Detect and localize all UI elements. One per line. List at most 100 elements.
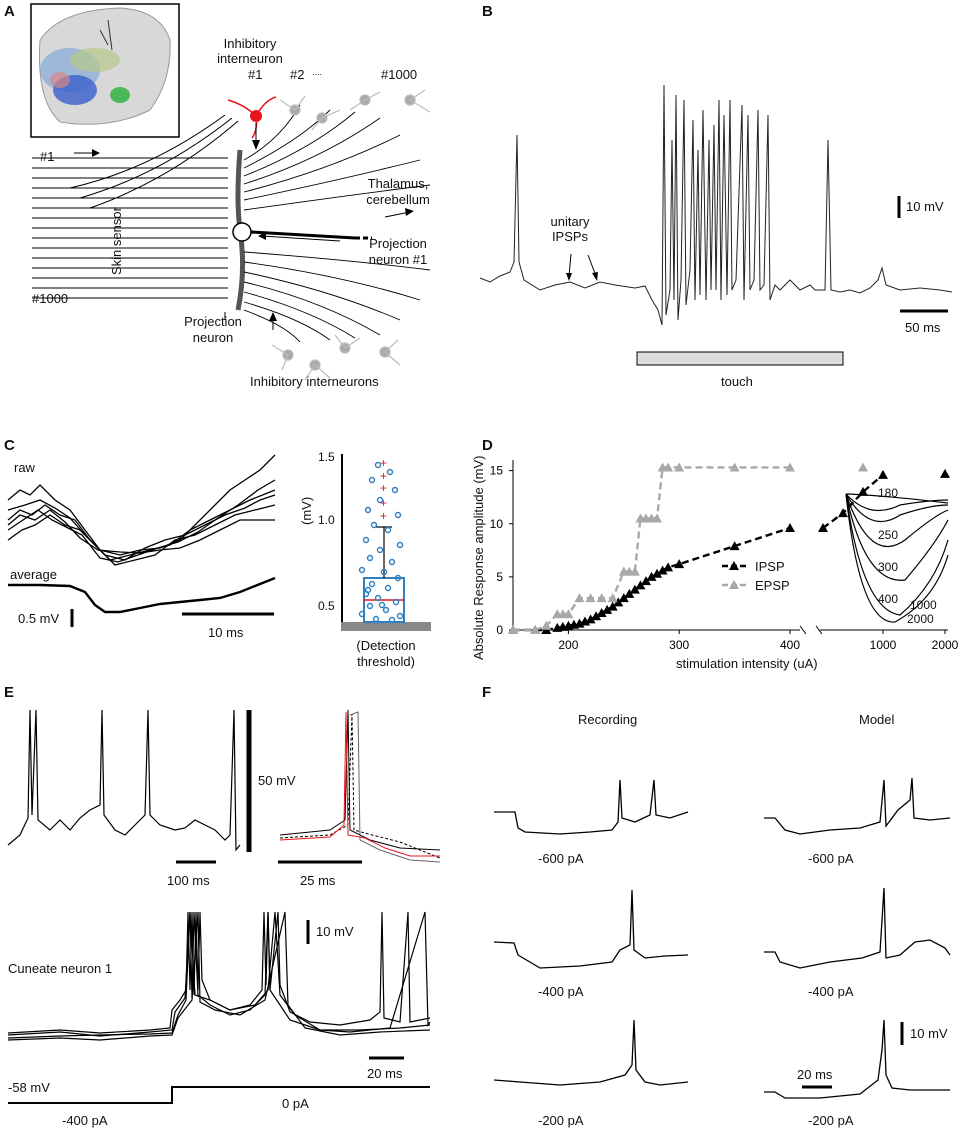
scale-05mv-label: 0.5 mV (18, 611, 60, 626)
d-point-epsp (652, 513, 663, 523)
scale-20ms-e-label: 20 ms (367, 1066, 403, 1081)
panel-label-e: E (4, 684, 15, 701)
d-xtick-label: 300 (669, 638, 689, 652)
ipsp-inset-traces (845, 493, 949, 623)
d-point-ipsp (640, 576, 651, 586)
current-neg400-label: -400 pA (62, 1113, 108, 1128)
panel-label-d: D (482, 437, 493, 454)
model-current-200: -200 pA (808, 1113, 854, 1128)
d-point-ipsp (657, 565, 668, 575)
brainstem-3d-icon (38, 7, 171, 125)
cuneate-neuron-label: Cuneate neuron 1 (8, 961, 113, 976)
rec-current-600: -600 pA (538, 851, 584, 866)
ellipsis-label: .... (312, 67, 323, 77)
inset-label-400: 400 (878, 592, 899, 606)
ytick-1-5: 1.5 (318, 450, 335, 464)
d-point-ipsp (635, 580, 646, 590)
gray-interneurons-top (279, 89, 431, 131)
current-step-command (8, 1086, 430, 1104)
d-point-ipsp (878, 469, 888, 479)
d-point-epsp (596, 593, 607, 603)
outlier-markers: +++ ++ (380, 456, 387, 523)
panel-label-a: A (4, 3, 15, 20)
d-point-epsp (585, 593, 596, 603)
recording-title: Recording (578, 712, 638, 727)
d-point-ipsp (818, 523, 828, 532)
d-point-ipsp (663, 562, 674, 572)
scale-20ms-f-label: 20 ms (797, 1067, 833, 1082)
d-point-ipsp (585, 614, 596, 624)
unitary-ipsps-label: unitary IPSPs (550, 214, 590, 244)
legend-ipsp-label: IPSP (755, 559, 785, 574)
inset-label-180: 180 (878, 486, 899, 500)
d-xlabel: stimulation intensity (uA) (676, 656, 818, 671)
ytick-1-0: 1.0 (318, 513, 335, 527)
overlay-spike-traces (279, 709, 441, 863)
d-ytick-label: 15 (490, 464, 504, 478)
d-point-ipsp (785, 523, 795, 532)
d-xtick-label: 400 (780, 638, 800, 652)
d-point-ipsp (618, 593, 629, 603)
legend-marker-epsp (729, 580, 739, 589)
average-label: average (10, 567, 57, 582)
d-point-ipsp (591, 611, 602, 621)
rec-current-400: -400 pA (538, 984, 584, 999)
interneuron-1-label: #1 (248, 67, 263, 82)
scale-10mv-label: 10 mV (906, 199, 944, 214)
detection-threshold-label: (Detection threshold) (356, 638, 416, 669)
spontaneous-firing-trace (7, 709, 241, 852)
inhibitory-interneurons-label: Inhibitory interneurons (250, 374, 379, 389)
d-point-ipsp (613, 597, 624, 607)
model-current-400: -400 pA (808, 984, 854, 999)
recording-traces (493, 779, 689, 1086)
gray-interneurons-bottom (271, 334, 401, 381)
ytick-0-5: 0.5 (318, 599, 335, 613)
scale-10mv-e-label: 10 mV (316, 924, 354, 939)
membrane-potential-trace (479, 84, 953, 326)
d-point-ipsp (652, 568, 663, 578)
projection-neuron-1-label: Projection neuron #1 (368, 236, 428, 267)
scale-50mv-label: 50 mV (258, 773, 296, 788)
d-xtick-label: 1000 (870, 638, 897, 652)
model-traces (764, 777, 951, 1099)
d-point-epsp (563, 609, 574, 619)
d-point-ipsp (674, 559, 685, 569)
d-point-ipsp (646, 571, 657, 581)
inset-label-2000: 2000 (907, 612, 934, 626)
current-step-traces (7, 911, 431, 1041)
d-point-ipsp (596, 608, 607, 617)
scale-10mv-f-label: 10 mV (910, 1026, 948, 1041)
d-point-epsp (541, 620, 552, 630)
d-point-ipsp (624, 588, 635, 598)
d-point-epsp (574, 593, 585, 603)
interneuron-2-label: #2 (290, 67, 305, 82)
svg-text:+: + (380, 496, 387, 510)
inhibitory-interneuron-label: Inhibitory interneuron (217, 36, 283, 66)
rec-current-200: -200 pA (538, 1113, 584, 1128)
scale-50ms-label: 50 ms (905, 320, 941, 335)
panel-label-f: F (482, 684, 492, 701)
d-point-ipsp (940, 468, 950, 478)
d-point-ipsp (838, 508, 848, 518)
scale-10ms-label: 10 ms (208, 625, 244, 640)
d-point-ipsp (629, 584, 640, 594)
d-point-epsp (729, 462, 740, 472)
d-point-epsp (629, 566, 640, 576)
inset-label-250: 250 (878, 528, 899, 542)
d-point-epsp (674, 462, 685, 472)
svg-text:+: + (380, 456, 387, 470)
touch-label: touch (721, 374, 753, 389)
legend-epsp-label: EPSP (755, 578, 790, 593)
raw-traces (7, 454, 276, 566)
svg-text:+: + (380, 509, 387, 523)
raw-label: raw (14, 460, 35, 475)
d-xtick-label: 200 (558, 638, 578, 652)
inset-label-300: 300 (878, 560, 899, 574)
model-current-600: -600 pA (808, 851, 854, 866)
d-point-ipsp (858, 486, 868, 496)
interneuron-1000-label: #1000 (381, 67, 418, 82)
d-point-epsp (858, 462, 868, 472)
